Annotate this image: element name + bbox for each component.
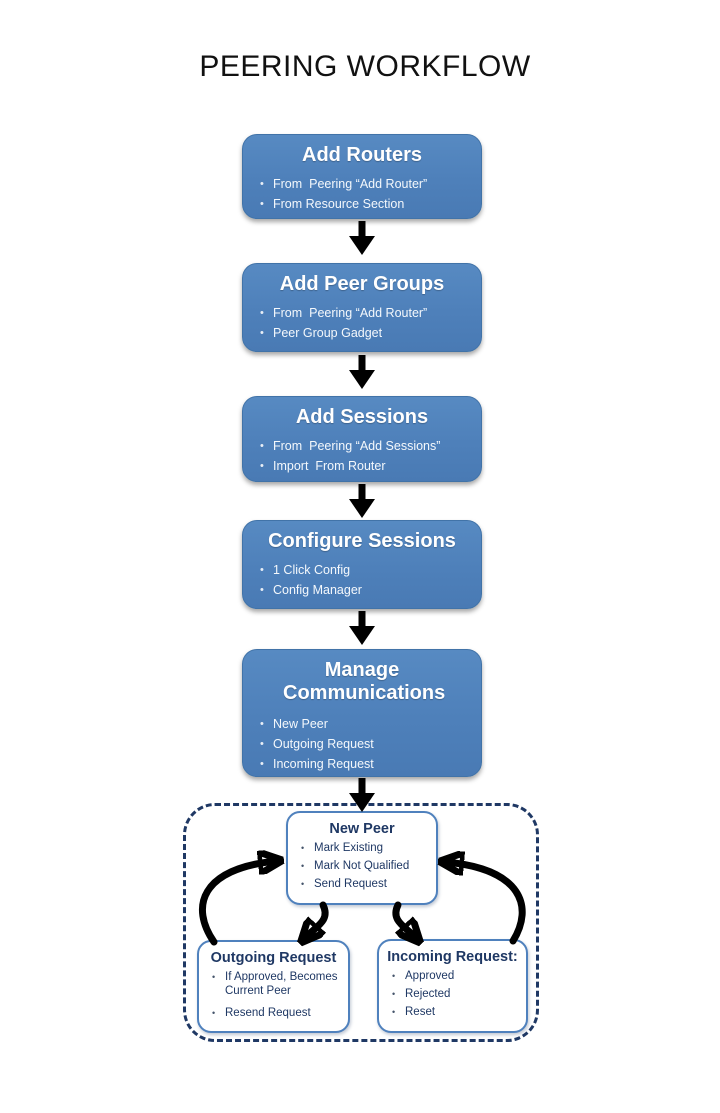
bullet-text: 1 Click Config xyxy=(273,563,351,577)
bullet-item: Incoming Request xyxy=(260,754,473,774)
bullet-text: Rejected xyxy=(405,988,451,1000)
cluster-bullet-list: Approved Rejected Reset xyxy=(379,969,526,1019)
bullet-text: Incoming Request xyxy=(273,757,374,771)
bullet-text: Outgoing Request xyxy=(273,737,374,751)
bullet-text: Send Request xyxy=(314,878,387,890)
cluster-box-title: New Peer xyxy=(329,821,395,837)
down-arrow-icon xyxy=(349,484,375,518)
bullet-text: From Resource Section xyxy=(273,197,405,211)
cluster-box-title: Outgoing Request xyxy=(210,950,337,966)
page-title: PEERING WORKFLOW xyxy=(199,50,531,83)
bullet-item: Rejected xyxy=(392,987,520,1001)
bullet-text: Mark Existing xyxy=(314,842,384,854)
flow-box-bullet-list: From Peering “Add Sessions” Import From … xyxy=(243,436,481,476)
flow-box-bullet-list: From Peering “Add Router” From Resource … xyxy=(243,174,481,214)
bullet-text: Approved xyxy=(405,970,455,982)
bullet-item: From Peering “Add Router” xyxy=(260,303,473,323)
cluster-box-new-peer: New Peer Mark Existing Mark Not Qualifie… xyxy=(286,811,438,905)
flow-box-add-routers: Add Routers From Peering “Add Router” Fr… xyxy=(242,134,482,219)
flow-box-bullet-list: From Peering “Add Router” Peer Group Gad… xyxy=(243,303,481,343)
flow-box-title: Manage Communications xyxy=(283,659,446,704)
down-arrow-icon xyxy=(349,778,375,812)
cluster-box-title: Incoming Request: xyxy=(387,949,518,965)
flow-box-configure-sessions: Configure Sessions 1 Click Config Config… xyxy=(242,520,482,609)
flow-box-title: Add Sessions xyxy=(295,406,429,428)
flow-box-title: Add Peer Groups xyxy=(279,273,445,295)
bullet-item: Config Manager xyxy=(260,580,473,600)
bullet-item: Approved xyxy=(392,969,520,983)
bullet-item: From Resource Section xyxy=(260,194,473,214)
bullet-text: Import From Router xyxy=(273,459,386,473)
bullet-text: Config Manager xyxy=(273,583,362,597)
bullet-text: Peer Group Gadget xyxy=(273,326,383,340)
bullet-item: Mark Existing xyxy=(301,841,430,855)
bullet-text: Mark Not Qualified xyxy=(314,860,410,872)
bullet-item: Reset xyxy=(392,1005,520,1019)
bullet-text: Reset xyxy=(405,1006,436,1018)
down-arrow-icon xyxy=(349,221,375,255)
bullet-text: If Approved, Becomes Current Peer xyxy=(225,971,338,997)
bullet-text: From Peering “Add Sessions” xyxy=(273,439,441,453)
bullet-item: Outgoing Request xyxy=(260,734,473,754)
flow-box-add-peer-groups: Add Peer Groups From Peering “Add Router… xyxy=(242,263,482,352)
bullet-item: New Peer xyxy=(260,714,473,734)
bullet-item: Peer Group Gadget xyxy=(260,323,473,343)
bullet-item: Send Request xyxy=(301,877,430,891)
bullet-text: From Peering “Add Router” xyxy=(273,306,428,320)
flow-box-bullet-list: New Peer Outgoing Request Incoming Reque… xyxy=(243,714,481,774)
bullet-item: If Approved, Becomes Current Peer xyxy=(212,970,342,998)
bullet-item: From Peering “Add Router” xyxy=(260,174,473,194)
flow-box-add-sessions: Add Sessions From Peering “Add Sessions”… xyxy=(242,396,482,482)
bullet-text: Resend Request xyxy=(225,1007,311,1019)
bullet-item: 1 Click Config xyxy=(260,560,473,580)
flow-box-manage-communications: Manage Communications New Peer Outgoing … xyxy=(242,649,482,777)
bullet-item: Mark Not Qualified xyxy=(301,859,430,873)
flow-box-bullet-list: 1 Click Config Config Manager xyxy=(243,560,481,600)
bullet-text: New Peer xyxy=(273,717,328,731)
down-arrow-icon xyxy=(349,611,375,645)
cluster-box-outgoing-request: Outgoing Request If Approved, Becomes Cu… xyxy=(197,940,350,1033)
cluster-bullet-list: Mark Existing Mark Not Qualified Send Re… xyxy=(288,841,436,891)
down-arrow-icon xyxy=(349,355,375,389)
bullet-item: Resend Request xyxy=(212,1006,342,1020)
cluster-box-incoming-request: Incoming Request: Approved Rejected Rese… xyxy=(377,939,528,1033)
flow-box-title: Configure Sessions xyxy=(268,530,456,552)
bullet-text: From Peering “Add Router” xyxy=(273,177,428,191)
flow-box-title: Add Routers xyxy=(302,144,422,166)
bullet-item: Import From Router xyxy=(260,456,473,476)
cluster-bullet-list: If Approved, Becomes Current Peer Resend… xyxy=(199,970,348,1020)
bullet-item: From Peering “Add Sessions” xyxy=(260,436,473,456)
